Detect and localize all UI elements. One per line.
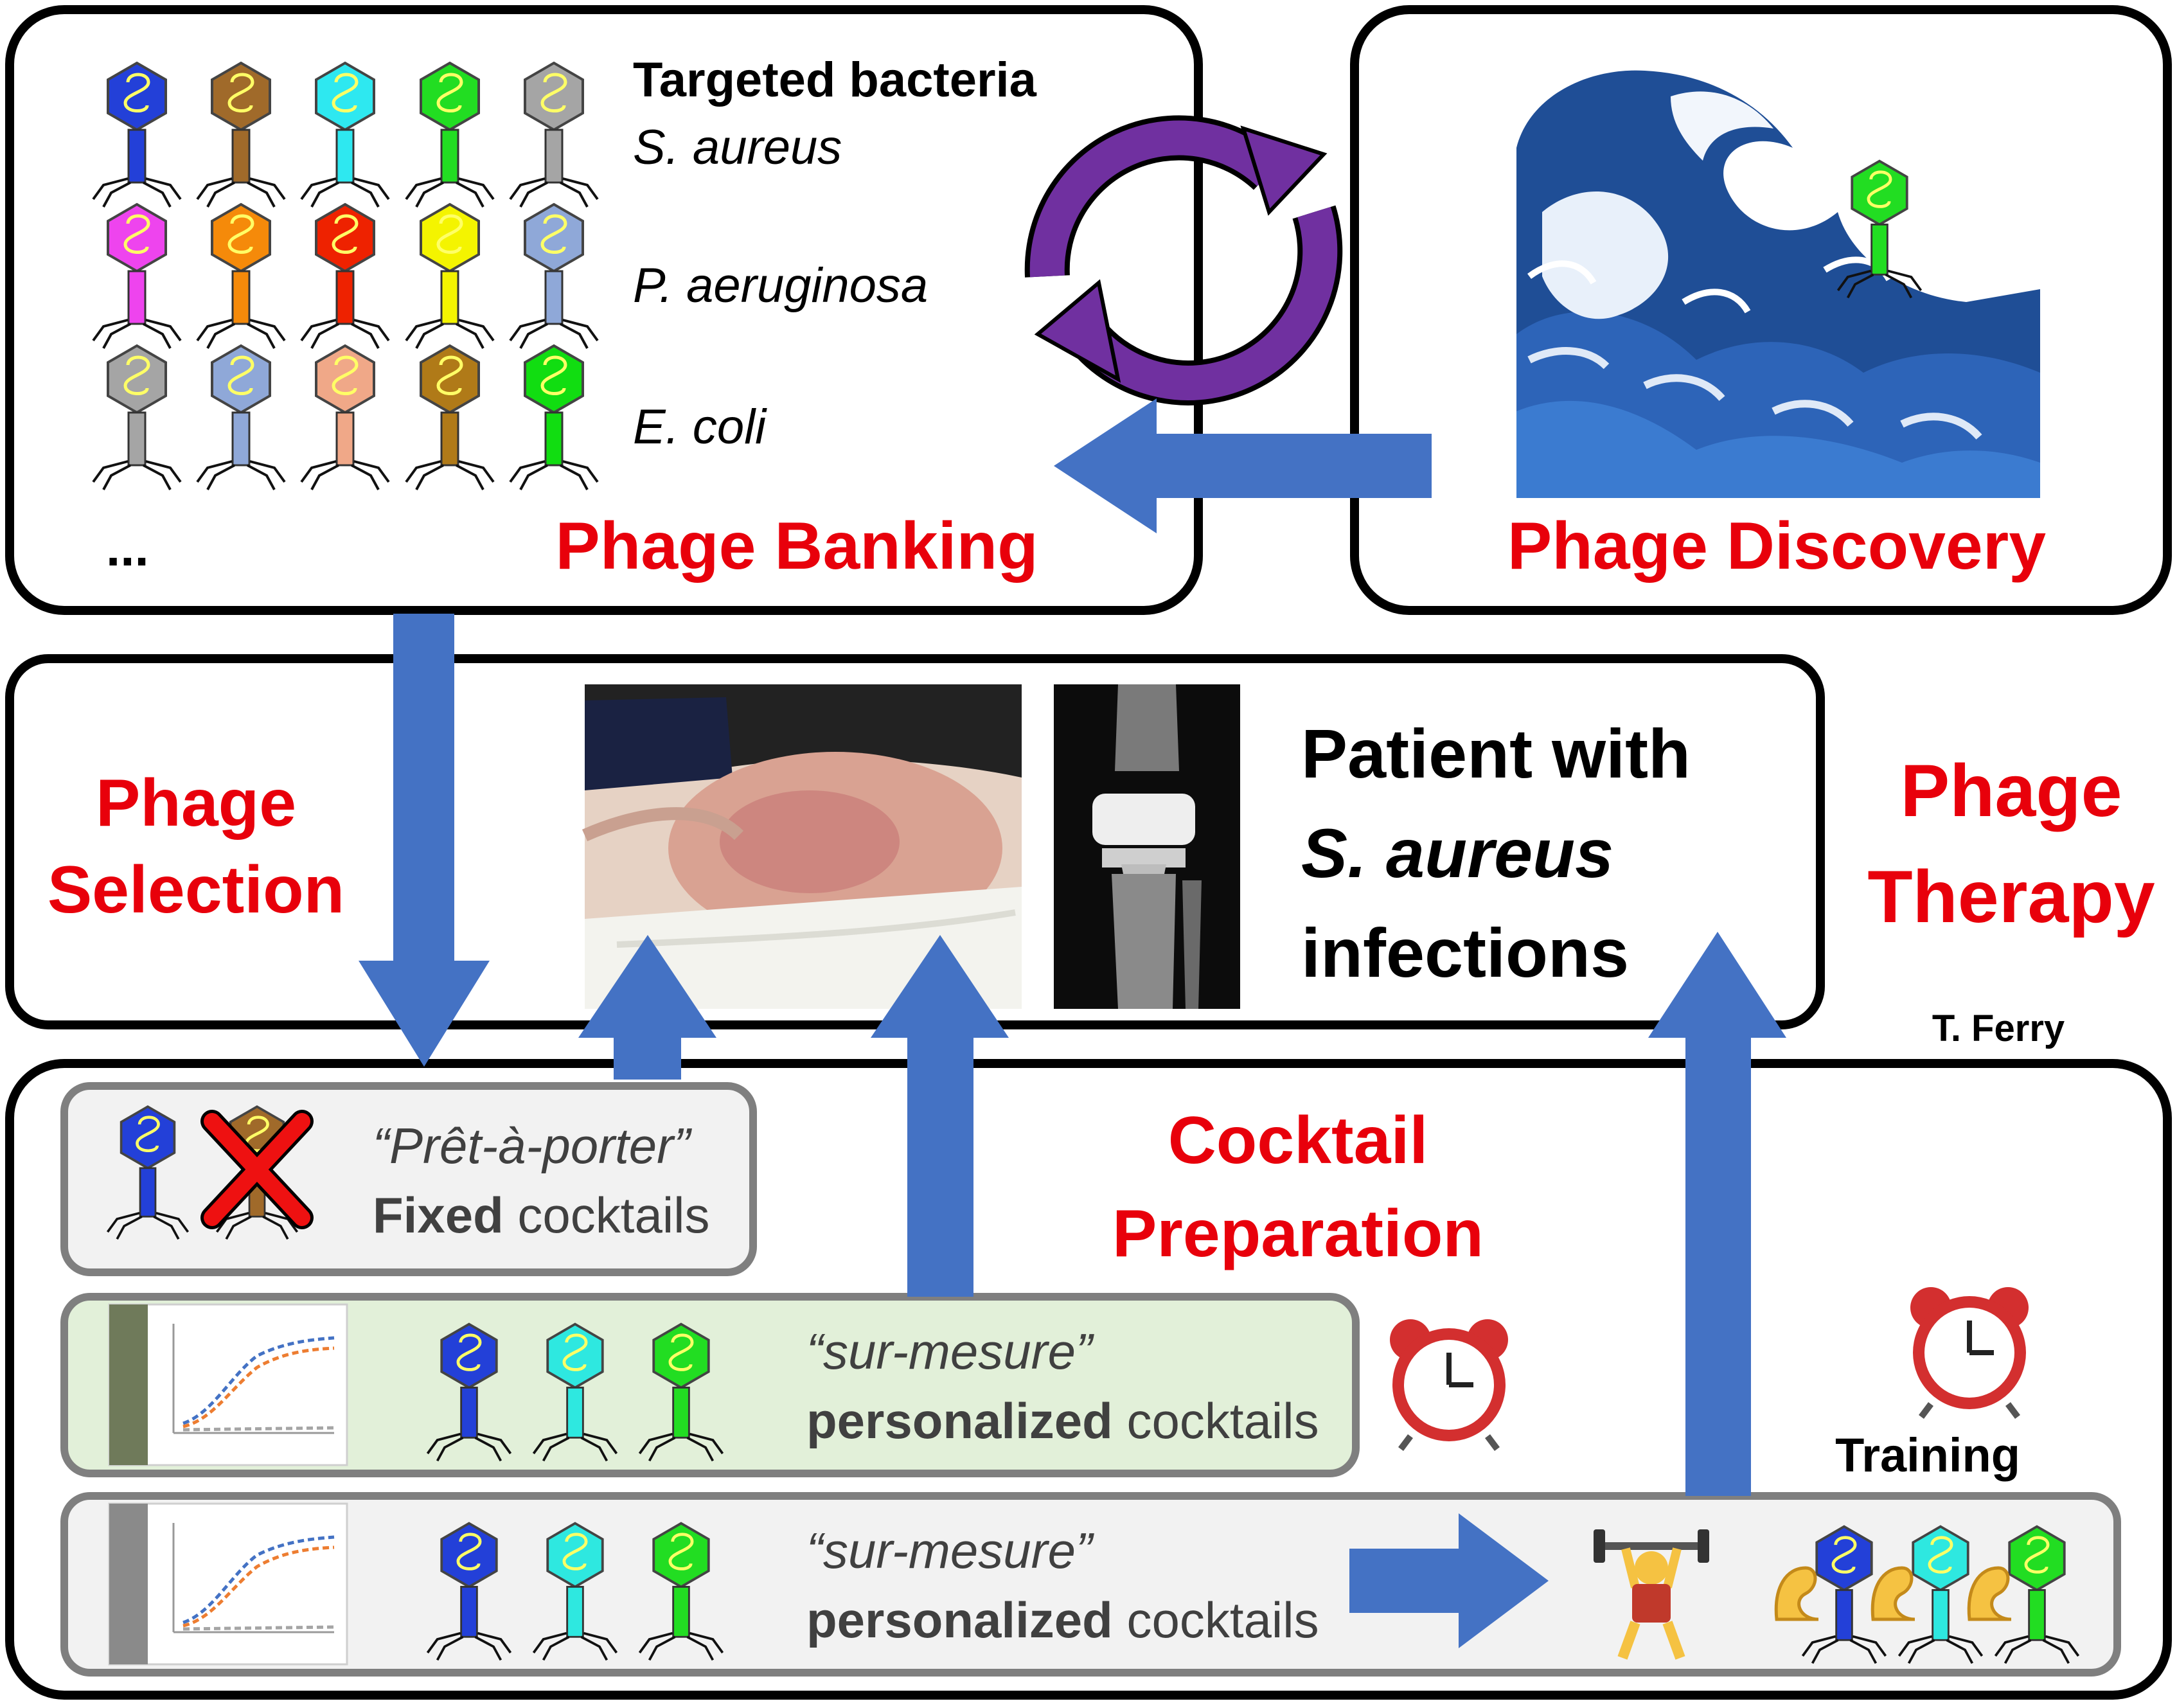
- phage-icon: [92, 61, 182, 208]
- flexed-biceps-icon: [1870, 1566, 1915, 1621]
- phage-banking-title: Phage Banking: [555, 509, 1038, 583]
- phage-icon: [509, 202, 599, 349]
- phage-icon: [196, 61, 286, 208]
- banking-box: [5, 5, 1203, 615]
- trained-phage-icon: [1897, 1525, 1984, 1664]
- phage-therapy-title-1: Phage: [1900, 750, 2122, 832]
- phage-icon: [405, 344, 495, 490]
- discovery-to-banking-arrow: [1054, 398, 1432, 533]
- ellipsis: ...: [106, 519, 149, 576]
- cocktail-title-2: Preparation: [1112, 1196, 1484, 1271]
- phage-selection-title-2: Selection: [48, 853, 344, 927]
- personalized-cocktail-phages: [426, 1322, 724, 1462]
- phage-icon: [509, 344, 599, 490]
- phage-icon: [532, 1322, 618, 1462]
- trained-label: personalized cocktails: [806, 1592, 1319, 1648]
- flexed-biceps-icon: [1774, 1566, 1819, 1621]
- trained-quote: “sur-mesure”: [806, 1522, 1094, 1579]
- cycle-arrows-icon: [1024, 115, 1343, 405]
- alarm-clock-icon: [1390, 1319, 1508, 1451]
- bacteria-label: E. coli: [633, 400, 767, 454]
- phage-icon: [426, 1522, 512, 1661]
- phage-icon: [509, 61, 599, 208]
- phagogram-thumbnail: [108, 1502, 348, 1666]
- phage-icon: [300, 61, 390, 208]
- cocktail-title-1: Cocktail: [1168, 1103, 1428, 1178]
- red-cross-icon: [200, 1110, 314, 1229]
- alarm-clock-icon: [1910, 1287, 2029, 1419]
- fixed-quote: “Prêt-à-porter”: [373, 1117, 692, 1174]
- phage-discovery-title: Phage Discovery: [1507, 509, 2046, 583]
- personalized-quote: “sur-mesure”: [806, 1323, 1094, 1380]
- fixed-cocktail-box: [60, 1082, 757, 1276]
- phagogram-thumbnail: [108, 1303, 348, 1466]
- phage-icon: [300, 202, 390, 349]
- patient-line-3: infections: [1301, 914, 1629, 992]
- great-wave-image: [1513, 67, 2040, 498]
- weightlifter-icon: [1594, 1529, 1709, 1660]
- phage-icon: [106, 1105, 190, 1240]
- phage-icon: [196, 344, 286, 490]
- phage-icon: [638, 1322, 724, 1462]
- training-label: Training: [1835, 1428, 2020, 1482]
- phage-therapy-title-2: Therapy: [1867, 856, 2155, 938]
- patient-line-2: S. aureus: [1301, 814, 1613, 892]
- phage-icon: [426, 1322, 512, 1462]
- phage-icon: [196, 202, 286, 349]
- trained-phage-icon: [1994, 1525, 2080, 1664]
- selection-arrow: [359, 614, 490, 1067]
- fixed-label: Fixed cocktails: [373, 1187, 710, 1243]
- knee-xray: [1054, 684, 1240, 1009]
- knee-photo: [582, 684, 1022, 1009]
- bacteria-label: P. aeruginosa: [633, 258, 928, 313]
- targeted-bacteria-heading: Targeted bacteria: [633, 53, 1037, 107]
- personalized-cocktail-box: [60, 1293, 1360, 1477]
- phage-icon: [300, 344, 390, 490]
- patient-line-1: Patient with: [1301, 715, 1691, 792]
- fixed-to-patient-arrow: [578, 935, 716, 1080]
- discovery-phage: [1836, 159, 1923, 299]
- phage-icon: [1836, 159, 1923, 299]
- phage-icon: [532, 1522, 618, 1661]
- phage-icon: [405, 61, 495, 208]
- author-credit: T. Ferry: [1932, 1008, 2065, 1049]
- phage-icon: [638, 1522, 724, 1661]
- phage-icon: [92, 344, 182, 490]
- training-arrow: [1349, 1513, 1549, 1648]
- phage-icon: [92, 202, 182, 349]
- phage-icon: [405, 202, 495, 349]
- flexed-biceps-icon: [1967, 1566, 2012, 1621]
- personalized-label: personalized cocktails: [806, 1392, 1319, 1449]
- bacteria-label: S. aureus: [633, 120, 842, 175]
- trained-to-therapy-arrow: [1648, 932, 1786, 1496]
- phage-grid: [92, 61, 599, 490]
- personalized-to-patient-arrow: [871, 935, 1009, 1297]
- phage-selection-title-1: Phage: [96, 766, 296, 841]
- trained-phage-icon: [1801, 1525, 1887, 1664]
- trained-cocktail-phages: [426, 1522, 2080, 1664]
